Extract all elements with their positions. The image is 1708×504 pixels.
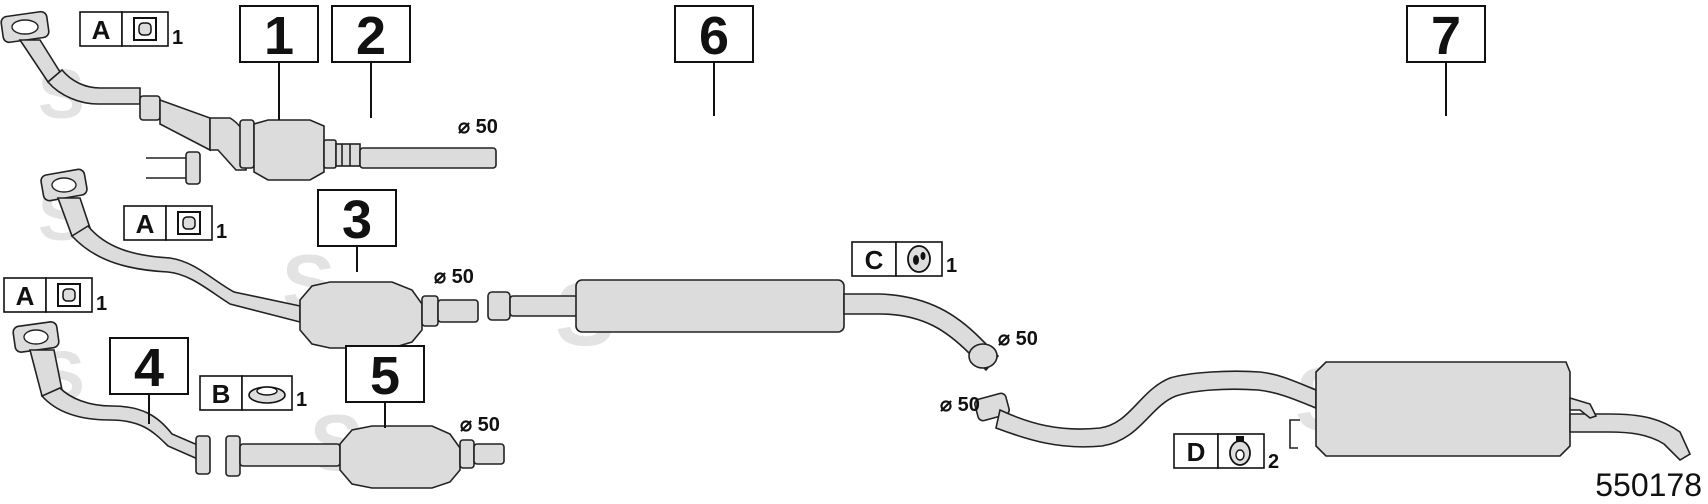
rubber-hanger-icon <box>907 245 931 273</box>
gasket-tag-a-middle[interactable]: A 1 <box>123 205 227 243</box>
tag-qty: 2 <box>1268 451 1279 473</box>
tag-qty: 1 <box>96 293 107 315</box>
square-gasket-icon <box>133 17 157 41</box>
diameter-label: ⌀ 50 <box>940 394 980 416</box>
clamp-tag-d[interactable]: D 2 <box>1173 433 1279 473</box>
ring-gasket-icon <box>248 386 286 404</box>
tag-letter: A <box>16 281 35 311</box>
callout-4[interactable]: 4 <box>109 337 189 424</box>
callout-label: 6 <box>699 6 729 66</box>
rear-silencer-7 <box>974 361 1692 462</box>
callout-label: 1 <box>264 6 294 66</box>
callout-2[interactable]: 2 <box>331 5 411 118</box>
front-pipe-with-catalyst-1 <box>0 10 497 185</box>
callout-5[interactable]: 5 <box>345 345 425 428</box>
callout-label: 3 <box>342 190 372 250</box>
diagram-number: 550178 <box>1595 467 1702 503</box>
tag-qty: 1 <box>216 221 227 243</box>
gasket-tag-b[interactable]: B 1 <box>199 375 307 411</box>
tag-qty: 1 <box>296 389 307 411</box>
diameter-label: ⌀ 50 <box>434 266 474 288</box>
tag-letter: B <box>212 379 231 409</box>
clamp-icon <box>1229 436 1251 466</box>
callout-6[interactable]: 6 <box>674 5 754 116</box>
callout-label: 4 <box>134 338 164 398</box>
gasket-tag-a-lower[interactable]: A 1 <box>3 277 107 315</box>
tag-letter: A <box>136 209 155 239</box>
middle-silencer-6 <box>487 279 1000 372</box>
front-pipe-4 <box>12 321 211 475</box>
square-gasket-icon <box>57 283 81 307</box>
tag-letter: A <box>92 15 111 45</box>
diameter-label: ⌀ 50 <box>460 414 500 436</box>
intermediate-catalyst-5 <box>225 425 505 489</box>
callout-1[interactable]: 1 <box>239 5 319 120</box>
diameter-label: ⌀ 50 <box>458 116 498 138</box>
square-gasket-icon <box>177 211 201 235</box>
callout-7[interactable]: 7 <box>1406 5 1486 116</box>
tag-letter: C <box>865 245 884 275</box>
callout-label: 2 <box>356 6 386 66</box>
callout-label: 5 <box>370 346 400 406</box>
gasket-tag-a-top[interactable]: A 1 <box>79 11 183 49</box>
callout-3[interactable]: 3 <box>317 189 397 272</box>
tag-qty: 1 <box>172 27 183 49</box>
tag-letter: D <box>1187 437 1206 467</box>
callout-label: 7 <box>1431 6 1461 66</box>
front-pipe-with-catalyst-3 <box>40 168 479 349</box>
hanger-tag-c[interactable]: C 1 <box>851 241 957 277</box>
tag-qty: 1 <box>946 255 957 277</box>
diameter-label: ⌀ 50 <box>998 328 1038 350</box>
